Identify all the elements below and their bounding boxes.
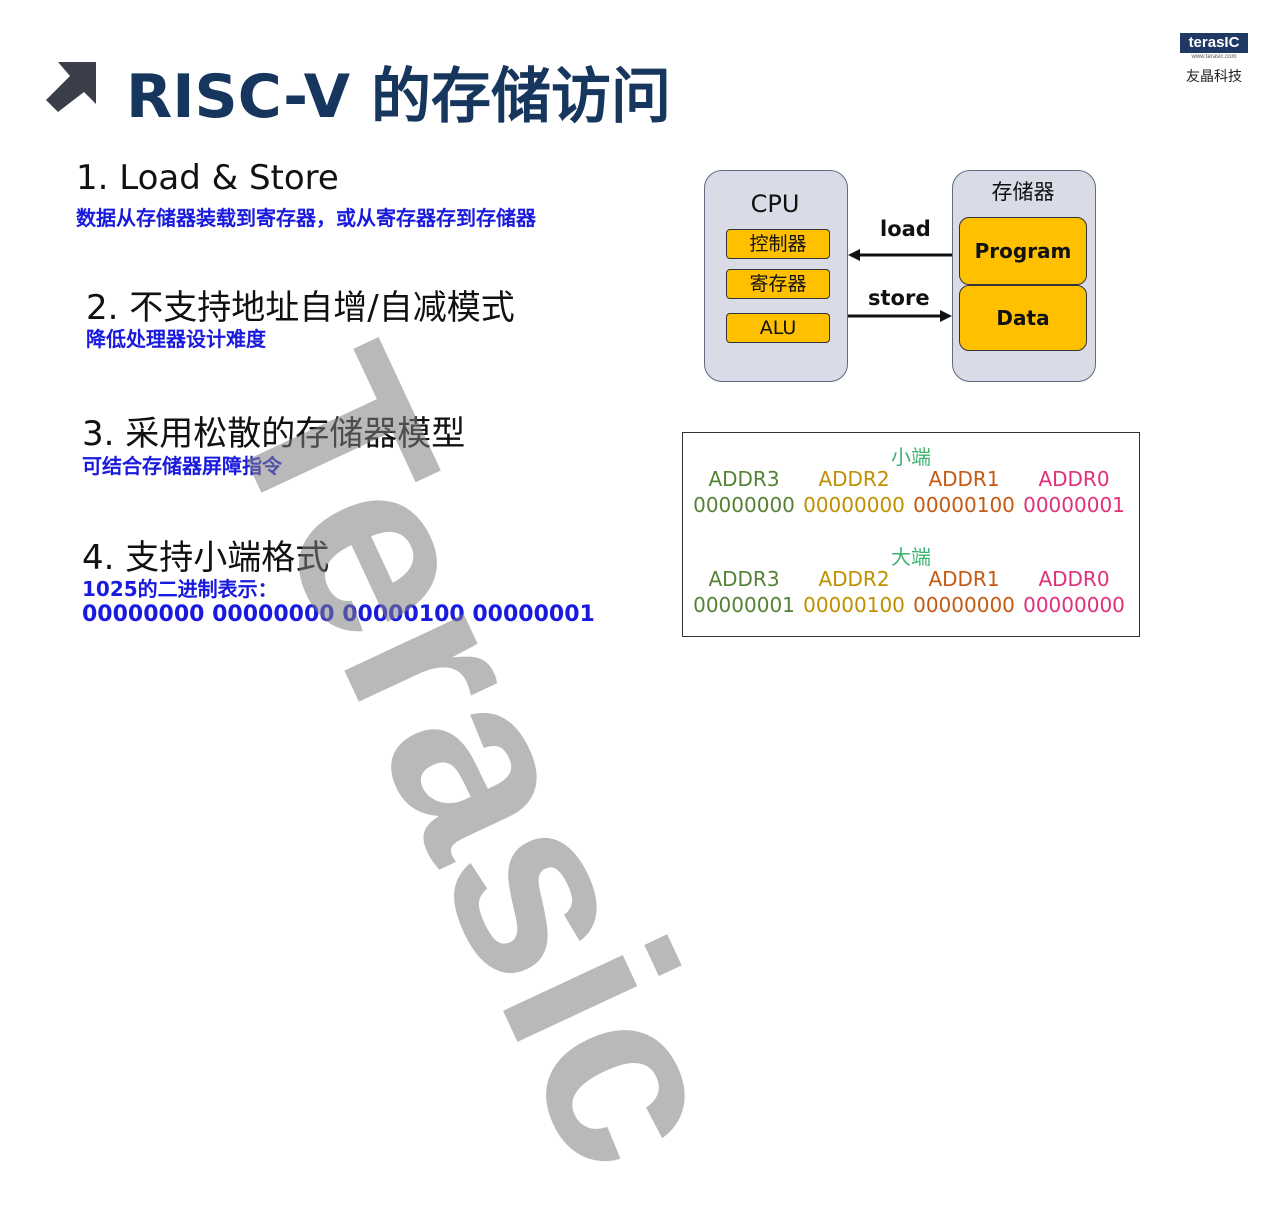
point-4-desc: 1025的二进制表示： [82,577,278,601]
store-arrow-icon [848,310,952,322]
little-header: ADDR2 [818,467,890,491]
point-1-heading: 1. Load & Store [76,158,339,198]
arrow-icon [46,62,96,112]
program-box: Program [959,217,1087,285]
alu-box: ALU [726,313,830,343]
load-arrow-icon [848,249,952,261]
big-value: 00000001 [693,593,795,617]
terasic-logo: terasIC [1180,33,1248,53]
point-1-desc: 数据从存储器装载到寄存器，或从寄存器存到存储器 [76,206,536,230]
big-value: 00000000 [1023,593,1125,617]
little-value: 00000000 [803,493,905,517]
big-header: ADDR2 [818,567,890,591]
cpu-label: CPU [750,190,800,218]
little-value: 00000100 [913,493,1015,517]
little-value: 00000001 [1023,493,1125,517]
store-label: store [868,286,930,310]
endianness-table: 小端 ADDR3 ADDR2 ADDR1 ADDR0 00000000 0000… [682,432,1140,637]
page-title: RISC-V 的存储访问 [126,62,672,132]
big-endian-label: 大端 [891,545,931,569]
register-box: 寄存器 [726,269,830,299]
little-header: ADDR0 [1038,467,1110,491]
point-2-heading: 2. 不支持地址自增/自减模式 [86,288,515,328]
point-4-heading: 4. 支持小端格式 [82,538,330,578]
little-header: ADDR1 [928,467,1000,491]
little-header: ADDR3 [708,467,780,491]
binary-value: 00000000 00000000 00000100 00000001 [82,602,595,627]
point-3-heading: 3. 采用松散的存储器模型 [82,414,466,454]
point-3-desc: 可结合存储器屏障指令 [82,454,282,478]
logo-url: www.terasic.com [1191,54,1237,60]
big-header: ADDR3 [708,567,780,591]
little-endian-label: 小端 [891,445,931,469]
big-header: ADDR0 [1038,567,1110,591]
data-box: Data [959,285,1087,351]
memory-label: 存储器 [991,180,1055,204]
big-value: 00000000 [913,593,1015,617]
little-value: 00000000 [693,493,795,517]
load-label: load [880,217,931,241]
logo-company-name: 友晶科技 [1186,69,1242,85]
controller-box: 控制器 [726,229,830,259]
point-2-desc: 降低处理器设计难度 [86,327,266,351]
big-header: ADDR1 [928,567,1000,591]
big-value: 00000100 [803,593,905,617]
